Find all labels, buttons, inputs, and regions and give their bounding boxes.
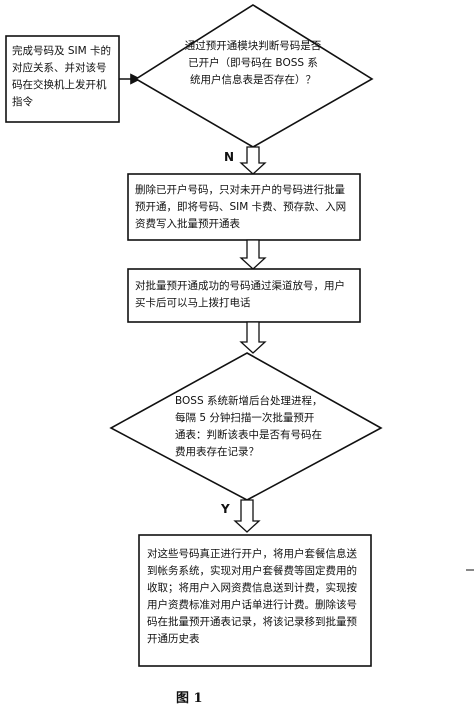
arrow-box2-to-box3 — [239, 239, 267, 270]
decision-1-text: 通过预开通模块判断号码是否已开户（即号码在 BOSS 系统用户信息表是否存在）？ — [184, 40, 322, 86]
figure-caption: 图 1 — [176, 691, 203, 706]
box-3-text: 对批量预开通成功的号码通过渠道放号，用户买卡后可以马上拨打电话 — [135, 280, 345, 309]
arrow-box3-to-decision2 — [239, 321, 267, 354]
arrow-decision2-to-box4 — [233, 499, 261, 533]
box-3-shape — [127, 268, 361, 323]
edge-label-no: N — [224, 150, 235, 164]
decision-2-text: BOSS 系统新增后台处理进程，每隔 5 分钟扫描一次批量预开通表：判断该表中是… — [175, 395, 323, 458]
box-2-text: 删除已开户号码，只对未开户的号码进行批量预开通，即将号码、SIM 卡费、预存款、… — [135, 184, 347, 230]
box-2-shape — [127, 173, 361, 241]
arrow-decision1-to-box2 — [239, 146, 267, 175]
start-box-text: 完成号码及 SIM 卡的对应关系、并对该号码在交换机上发开机指令 — [12, 45, 111, 108]
box-4-shape — [138, 534, 372, 667]
edge-label-yes: Y — [221, 502, 230, 516]
start-box-shape — [5, 35, 120, 123]
box-4-text: 对这些号码真正进行开户，将用户套餐信息送到帐务系统，实现对用户套餐费等固定费用的… — [147, 548, 357, 645]
